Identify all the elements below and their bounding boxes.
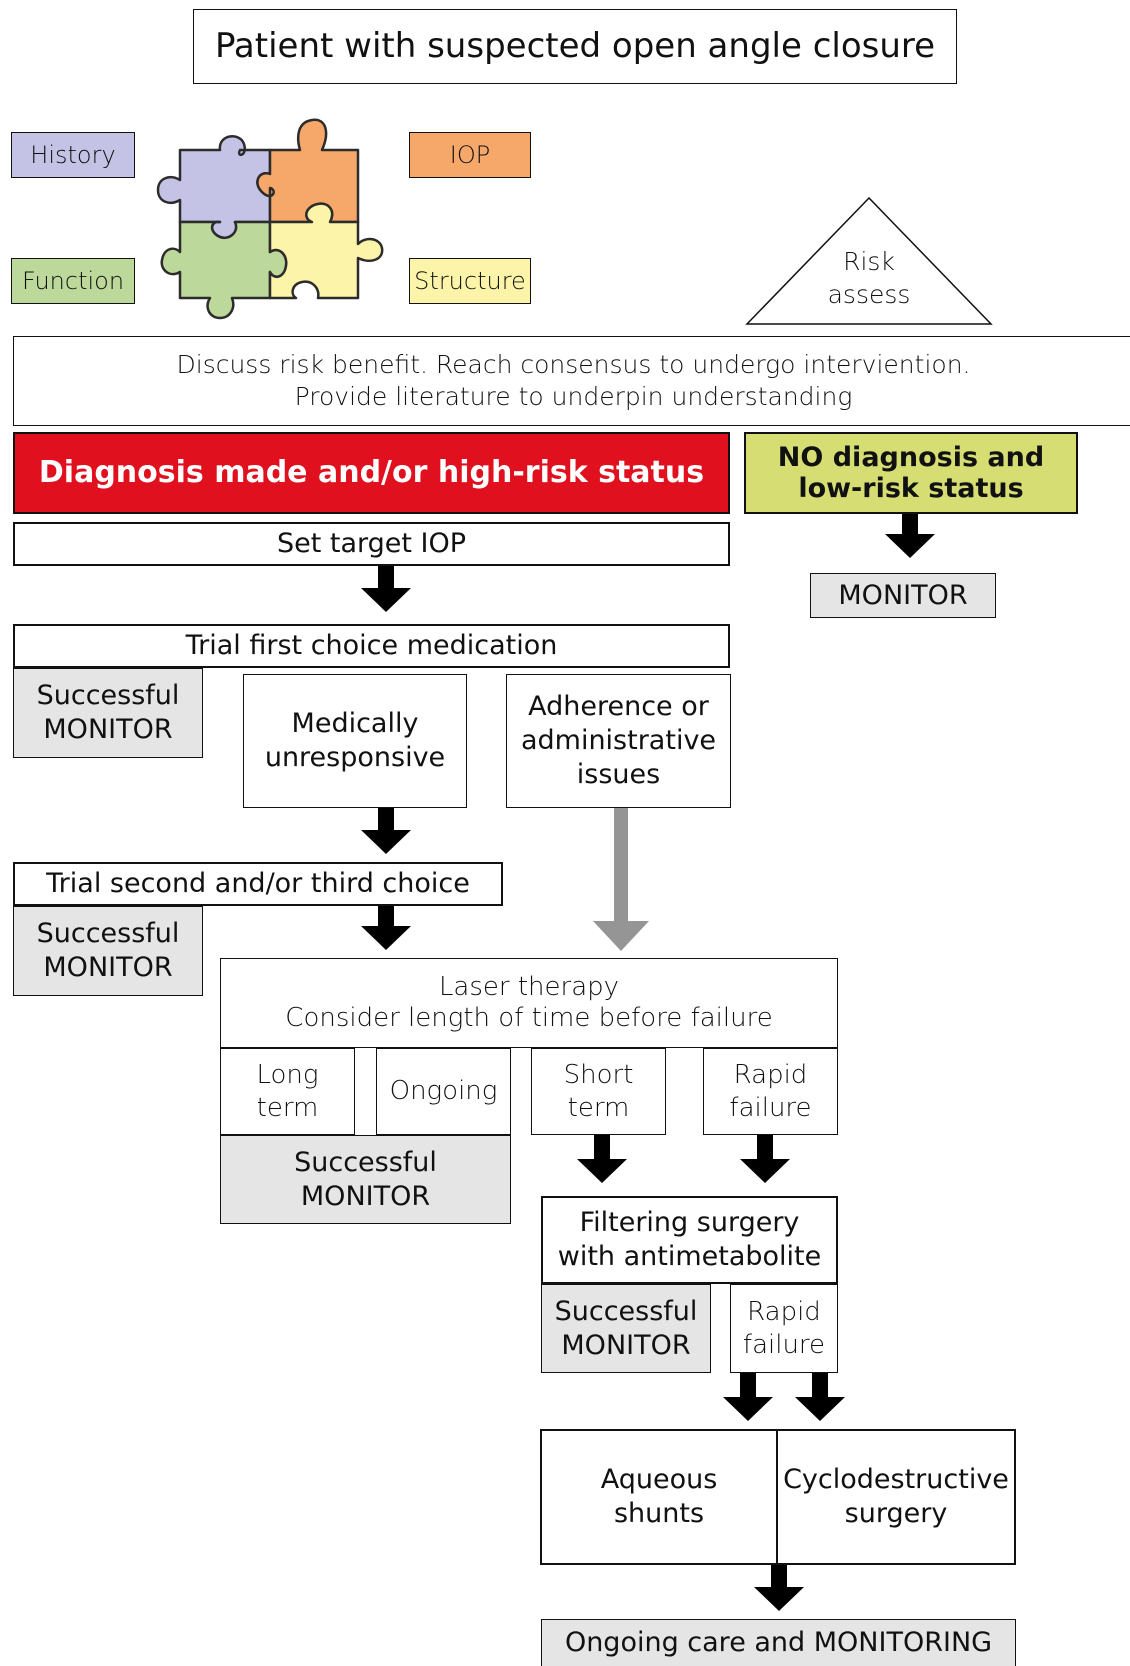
rapid-failure-box-2: Rapid failure — [730, 1284, 838, 1373]
puzzle-piece-structure — [268, 202, 384, 300]
iop-label-text: IOP — [449, 141, 491, 169]
successful-monitor-1: Successful MONITOR — [13, 668, 203, 758]
adherence-issues-box: Adherence or administrative issues — [506, 674, 731, 808]
short-term-box: Short term — [531, 1048, 666, 1135]
successful-monitor-4: Successful MONITOR — [541, 1284, 711, 1373]
ongoing-box: Ongoing — [376, 1048, 511, 1135]
iop-label: IOP — [409, 132, 531, 178]
ongoing-care-box: Ongoing care and MONITORING — [541, 1619, 1016, 1666]
function-label: Function — [11, 258, 135, 304]
arrow-adherence-to-laser — [614, 808, 628, 922]
trial-second-choice-box: Trial second and/or third choice — [13, 862, 503, 906]
filtering-surgery-box: Filtering surgery with antimetabolite — [541, 1196, 838, 1284]
puzzle-piece-iop — [256, 118, 360, 224]
arrow-rapid-to-filtering — [757, 1135, 773, 1159]
monitor-text: MONITOR — [838, 579, 968, 611]
diagnosis-high-risk-box: Diagnosis made and/or high-risk status — [13, 432, 730, 514]
successful-monitor-3-text: Successful MONITOR — [294, 1146, 437, 1212]
trial-second-choice-text: Trial second and/or third choice — [46, 868, 470, 900]
arrow-medical-to-second — [378, 808, 394, 830]
structure-label: Structure — [409, 258, 531, 304]
diagnosis-high-risk-text: Diagnosis made and/or high-risk status — [38, 455, 705, 491]
page-title: Patient with suspected open angle closur… — [193, 9, 957, 84]
page-title-text: Patient with suspected open angle closur… — [214, 26, 936, 67]
history-label-text: History — [30, 141, 116, 169]
filtering-surgery-text: Filtering surgery with antimetabolite — [557, 1207, 822, 1272]
arrow-rapid-to-cyclo — [812, 1373, 828, 1397]
arrow-adherence-to-laser-head — [593, 921, 649, 951]
arrow-to-monitor — [902, 514, 918, 534]
medically-unresponsive-text: Medically unresponsive — [264, 708, 446, 773]
rapid-failure-box-1: Rapid failure — [703, 1048, 838, 1135]
no-diagnosis-text: NO diagnosis and low-risk status — [777, 441, 1045, 504]
long-term-box: Long term — [220, 1048, 355, 1135]
arrow-target-to-trial — [378, 566, 394, 588]
arrow-to-monitor-head — [885, 534, 935, 558]
set-target-iop-box: Set target IOP — [13, 522, 730, 566]
puzzle-icon — [156, 118, 384, 320]
adherence-issues-text: Adherence or administrative issues — [520, 691, 717, 790]
arrow-rapid-to-cyclo-head — [795, 1397, 845, 1421]
set-target-iop-text: Set target IOP — [276, 528, 467, 560]
aqueous-shunts-box: Aqueous shunts — [540, 1429, 778, 1565]
arrow-to-ongoing-care — [771, 1565, 787, 1587]
arrow-second-to-laser-head — [361, 926, 411, 950]
risk-assess-label: Risk assess — [794, 246, 944, 311]
successful-monitor-2: Successful MONITOR — [13, 906, 203, 996]
discuss-text: Discuss risk benefit. Reach consensus to… — [176, 349, 971, 412]
structure-label-text: Structure — [414, 267, 526, 295]
arrow-short-to-filtering — [594, 1135, 610, 1159]
arrow-medical-to-second-head — [361, 830, 411, 854]
ongoing-text: Ongoing — [389, 1076, 498, 1107]
function-label-text: Function — [21, 267, 125, 295]
arrow-second-to-laser — [378, 906, 394, 926]
cyclodestructive-box: Cyclodestructive surgery — [776, 1429, 1016, 1565]
long-term-text: Long term — [256, 1060, 319, 1123]
successful-monitor-3: Successful MONITOR — [220, 1135, 511, 1224]
medically-unresponsive-box: Medically unresponsive — [243, 674, 467, 808]
arrow-target-to-trial-head — [361, 588, 411, 612]
ongoing-care-text: Ongoing care and MONITORING — [564, 1627, 993, 1659]
risk-triangle — [745, 196, 993, 325]
successful-monitor-4-text: Successful MONITOR — [554, 1295, 698, 1361]
discuss-box: Discuss risk benefit. Reach consensus to… — [13, 336, 1130, 426]
arrow-rapid-to-aqueous — [740, 1373, 756, 1397]
risk-assess-text: Risk assess — [827, 247, 911, 309]
successful-monitor-1-text: Successful MONITOR — [36, 680, 180, 745]
no-diagnosis-box: NO diagnosis and low-risk status — [744, 432, 1078, 514]
arrow-rapid-to-filtering-head — [740, 1159, 790, 1183]
arrow-to-ongoing-care-head — [754, 1587, 804, 1611]
laser-therapy-box: Laser therapy Consider length of time be… — [220, 958, 838, 1048]
arrow-rapid-to-aqueous-head — [723, 1397, 773, 1421]
laser-therapy-text: Laser therapy Consider length of time be… — [285, 971, 773, 1033]
trial-first-choice-box: Trial first choice medication — [13, 624, 730, 668]
arrow-short-to-filtering-head — [577, 1159, 627, 1183]
aqueous-shunts-text: Aqueous shunts — [600, 1464, 718, 1529]
history-label: History — [11, 132, 135, 178]
cyclodestructive-text: Cyclodestructive surgery — [783, 1464, 1009, 1529]
short-term-text: Short term — [563, 1060, 634, 1123]
rapid-failure-2-text: Rapid failure — [742, 1297, 826, 1360]
trial-first-choice-text: Trial first choice medication — [185, 630, 558, 662]
successful-monitor-2-text: Successful MONITOR — [36, 918, 180, 983]
rapid-failure-1-text: Rapid failure — [729, 1060, 812, 1123]
monitor-box: MONITOR — [810, 573, 996, 618]
